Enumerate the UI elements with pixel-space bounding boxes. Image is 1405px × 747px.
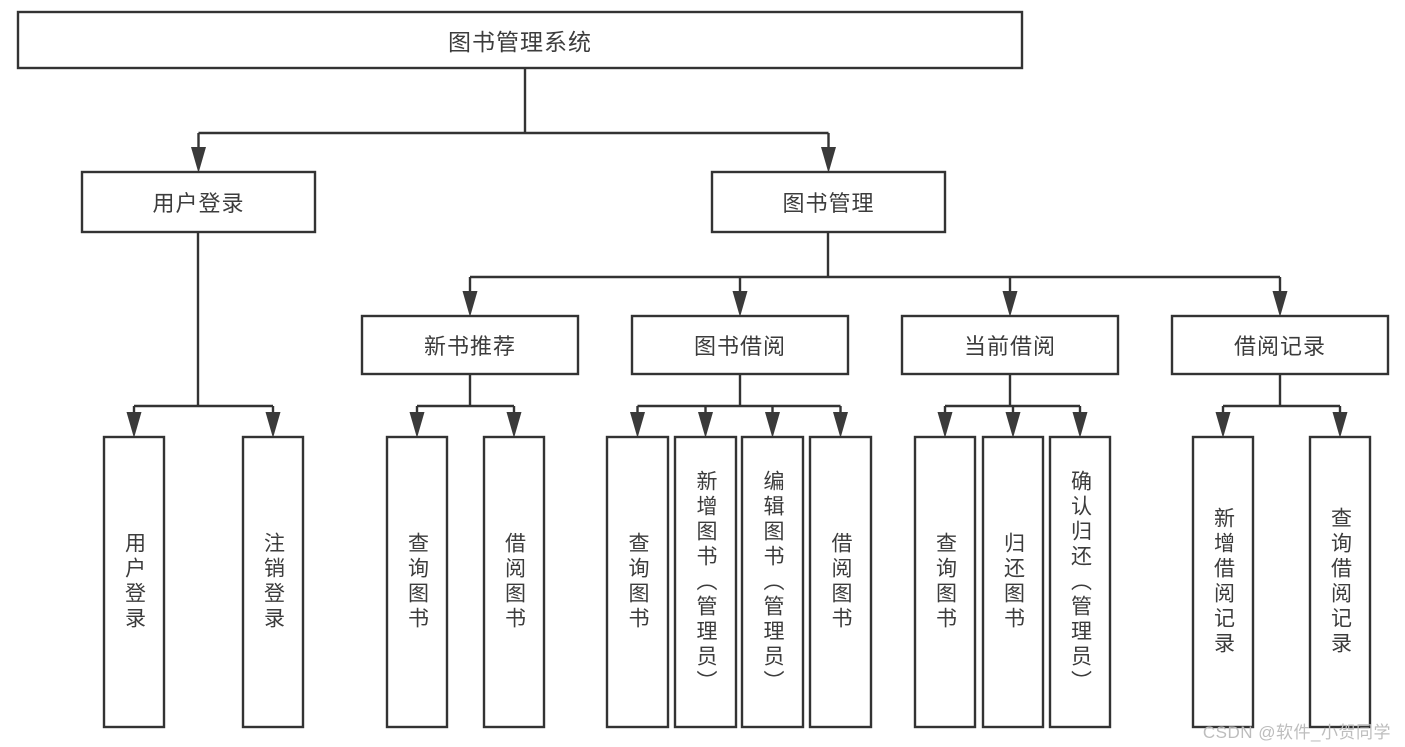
node-box-c2[interactable] <box>981 435 1045 729</box>
arrow-head-icon <box>462 291 478 317</box>
arrow-head-icon <box>833 412 848 438</box>
arrow-head-icon <box>732 291 748 317</box>
arrow-head-icon <box>765 412 780 438</box>
arrow-head-icon <box>1332 412 1348 438</box>
arrow-head-icon <box>265 412 281 438</box>
node-box-r1[interactable] <box>1191 435 1255 729</box>
node-box-newbook[interactable] <box>360 314 580 376</box>
connector-group-login <box>126 232 281 438</box>
node-box-l2[interactable] <box>241 435 305 729</box>
node-box-current[interactable] <box>900 314 1120 376</box>
connector-group-root <box>191 68 836 173</box>
connector-group-current <box>937 374 1088 438</box>
connector-group-bookmgmt <box>462 232 1288 317</box>
node-box-c1[interactable] <box>913 435 977 729</box>
node-box-borrow[interactable] <box>630 314 850 376</box>
node-box-records[interactable] <box>1170 314 1390 376</box>
node-box-b4[interactable] <box>808 435 873 729</box>
connector-group-records <box>1215 374 1348 438</box>
arrow-head-icon <box>1215 412 1231 438</box>
connector-group-newbook <box>409 374 522 438</box>
arrow-head-icon <box>1072 412 1088 438</box>
connector-group-borrow <box>630 374 848 438</box>
node-box-r2[interactable] <box>1308 435 1372 729</box>
arrow-head-icon <box>506 412 522 438</box>
arrow-head-icon <box>821 147 836 173</box>
arrow-head-icon <box>191 147 206 173</box>
node-box-b1[interactable] <box>605 435 670 729</box>
arrow-head-icon <box>409 412 425 438</box>
arrow-head-icon <box>937 412 953 438</box>
node-box-n1[interactable] <box>385 435 449 729</box>
node-box-bookmgmt[interactable] <box>710 170 947 234</box>
arrow-head-icon <box>630 412 645 438</box>
node-box-b2[interactable] <box>673 435 738 729</box>
arrow-head-icon <box>1272 291 1288 317</box>
node-box-b3[interactable] <box>740 435 805 729</box>
connector-layer <box>126 68 1348 438</box>
node-box-l1[interactable] <box>102 435 166 729</box>
node-box-layer <box>16 10 1390 729</box>
node-box-c3[interactable] <box>1048 435 1112 729</box>
node-box-n2[interactable] <box>482 435 546 729</box>
node-box-root[interactable] <box>16 10 1024 70</box>
arrow-head-icon <box>698 412 713 438</box>
arrow-head-icon <box>1005 412 1021 438</box>
arrow-head-icon <box>126 412 142 438</box>
node-box-login[interactable] <box>80 170 317 234</box>
arrow-head-icon <box>1002 291 1018 317</box>
